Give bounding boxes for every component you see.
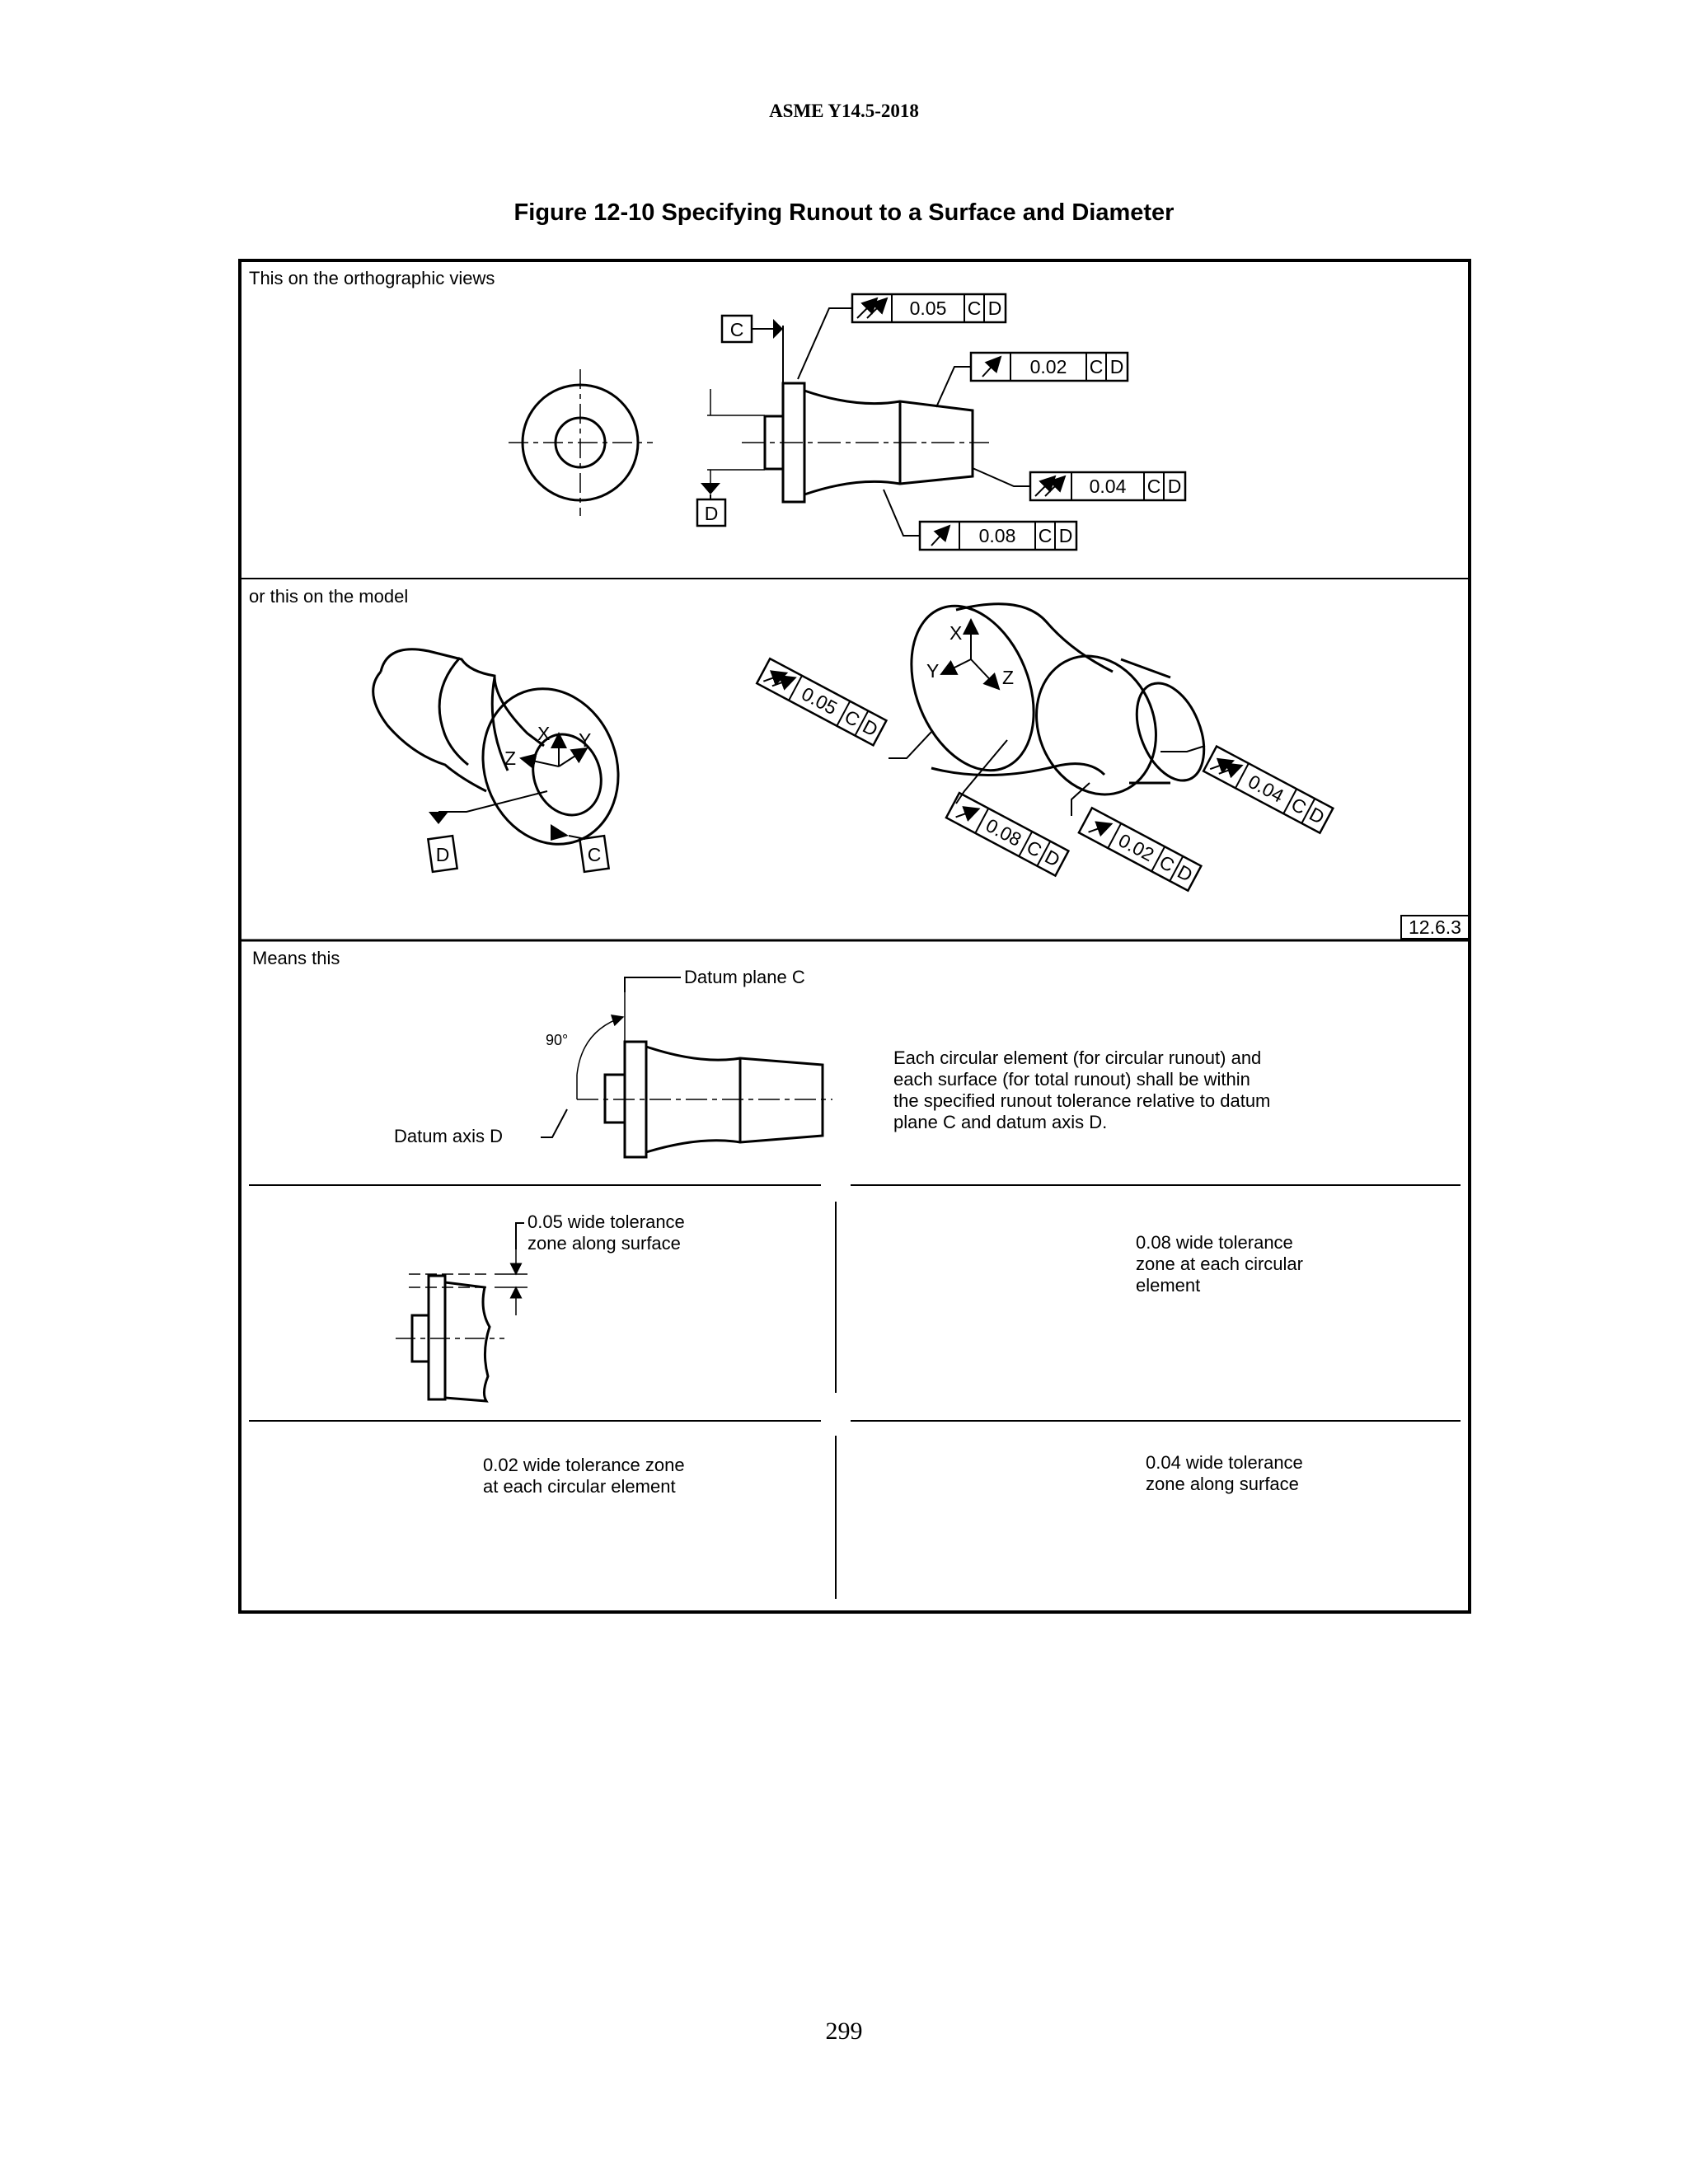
datum-c-letter: C xyxy=(730,319,744,340)
model-left-datum-d-letter: D xyxy=(436,844,450,865)
fcf-model-008-tol: 0.08 xyxy=(982,814,1025,851)
model-left-datum-c: C xyxy=(551,824,611,874)
detail-004-label: 0.04 wide tolerance zone along surface xyxy=(1146,1452,1303,1494)
means-main-part xyxy=(576,992,832,1159)
detail-005-part xyxy=(396,1249,528,1403)
detail-005-leader xyxy=(515,1222,524,1249)
fcf-ortho-004-d2: D xyxy=(1168,476,1182,497)
side-view-part xyxy=(707,382,989,504)
model-right-axis-z: Z xyxy=(1002,667,1014,688)
fcf-model-004-tol: 0.04 xyxy=(1245,771,1287,807)
reference-tag: 12.6.3 xyxy=(1400,915,1470,940)
datum-axis-label: Datum axis D xyxy=(394,1126,503,1146)
fcf-model-005-tol: 0.05 xyxy=(798,682,841,719)
fcf-model-004-leader xyxy=(1160,745,1206,752)
datum-axis-leader xyxy=(541,1108,568,1138)
fcf-model-002-leader xyxy=(1071,782,1090,816)
fcf-ortho-005: 0.05 C D xyxy=(797,293,1007,380)
angle-label: 90° xyxy=(546,1032,568,1048)
datum-d-letter: D xyxy=(705,503,719,524)
model-left-axes: X Y Z xyxy=(504,723,591,770)
datum-plane-label: Datum plane C xyxy=(684,967,805,987)
ortho-caption: This on the orthographic views xyxy=(249,268,495,288)
model-right-axis-x: X xyxy=(950,622,962,644)
model-left-axis-x: X xyxy=(537,723,550,744)
fcf-model-008: 0.08 C D xyxy=(945,791,1071,878)
fcf-ortho-005-d1: C xyxy=(968,298,982,319)
fcf-ortho-004: 0.04 C D xyxy=(972,467,1187,502)
fcf-ortho-002: 0.02 C D xyxy=(935,351,1129,408)
datum-plane-leader xyxy=(624,977,681,992)
model-left-axis-z: Z xyxy=(504,748,516,769)
fcf-ortho-002-d1: C xyxy=(1090,356,1104,377)
means-caption: Means this xyxy=(252,948,340,968)
fcf-ortho-004-d1: C xyxy=(1147,476,1161,497)
means-description: Each circular element (for circular runo… xyxy=(893,1047,1271,1132)
model-right-axes: X Y Z xyxy=(926,618,1014,691)
fcf-ortho-005-tol: 0.05 xyxy=(910,298,947,319)
fcf-model-005-leader xyxy=(889,731,932,759)
model-caption: or this on the model xyxy=(249,586,408,607)
detail-005-label: 0.05 wide tolerance zone along surface xyxy=(528,1212,685,1254)
fcf-ortho-005-d2: D xyxy=(988,298,1002,319)
model-left-datum-c-letter: C xyxy=(588,844,602,865)
end-view xyxy=(509,369,653,516)
running-head: ASME Y14.5-2018 xyxy=(769,101,919,121)
reference-text: 12.6.3 xyxy=(1409,916,1461,938)
datum-c-symbol: C xyxy=(720,314,784,383)
fcf-ortho-002-tol: 0.02 xyxy=(1030,356,1067,377)
fcf-ortho-002-d2: D xyxy=(1110,356,1124,377)
fcf-model-002: 0.02 C D xyxy=(1077,806,1203,893)
detail-008-label: 0.08 wide tolerance zone at each circula… xyxy=(1136,1232,1303,1296)
fcf-model-004: 0.04 C D xyxy=(1202,744,1335,835)
datum-d-symbol: D xyxy=(696,483,727,527)
model-right-part xyxy=(910,602,1206,796)
fcf-model-005: 0.05 C D xyxy=(755,657,889,747)
model-right-axis-y: Y xyxy=(926,660,939,682)
page-number: 299 xyxy=(825,2018,863,2045)
model-left-datum-d: D xyxy=(426,790,548,874)
fcf-ortho-004-tol: 0.04 xyxy=(1090,476,1127,497)
model-left-axis-y: Y xyxy=(579,729,591,751)
fcf-ortho-008-tol: 0.08 xyxy=(979,525,1016,546)
figure-title: Figure 12-10 Specifying Runout to a Surf… xyxy=(513,199,1175,226)
fcf-model-008-leader xyxy=(955,739,1008,804)
fcf-model-002-tol: 0.02 xyxy=(1115,829,1158,865)
detail-002-label: 0.02 wide tolerance zone at each circula… xyxy=(483,1455,685,1497)
fcf-ortho-008-d1: C xyxy=(1039,525,1053,546)
fcf-ortho-008: 0.08 C D xyxy=(883,489,1078,551)
fcf-ortho-008-d2: D xyxy=(1059,525,1073,546)
